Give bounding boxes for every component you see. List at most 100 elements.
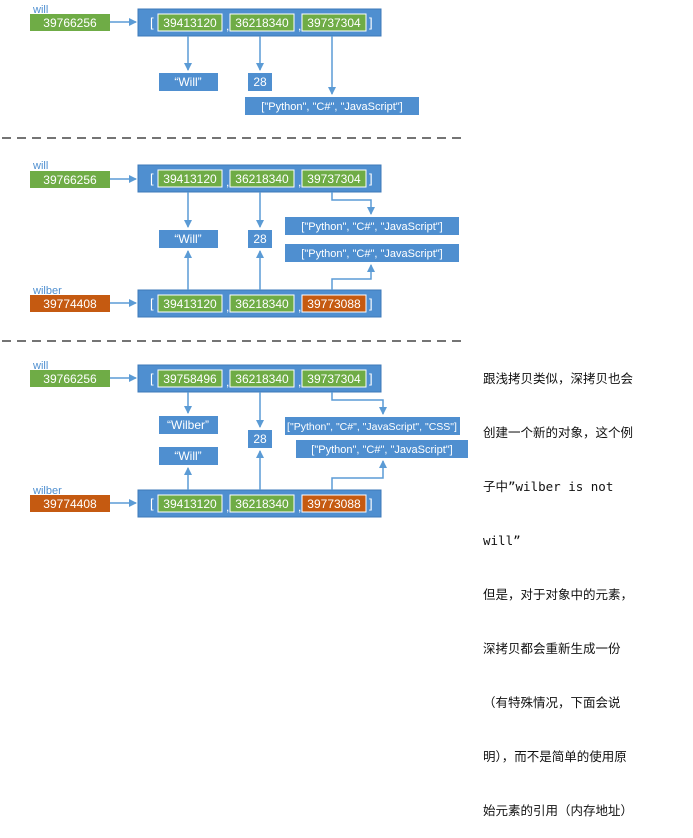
arrow bbox=[331, 192, 375, 215]
var-will-id: 39766256 bbox=[43, 16, 97, 30]
note-line: will” bbox=[483, 533, 521, 548]
list-item: 39737304 bbox=[307, 172, 361, 186]
var-wilber-id: 39774408 bbox=[43, 497, 97, 511]
panel-3: will 39766256 [ 39758496 , 36218340 , 39… bbox=[30, 360, 468, 518]
list-open-bracket: [ bbox=[150, 496, 154, 511]
var-will-id-box bbox=[30, 171, 110, 188]
list-separator: , bbox=[298, 300, 301, 314]
list-item-box bbox=[157, 369, 223, 388]
age-value: 28 bbox=[253, 75, 267, 89]
list-separator: , bbox=[298, 375, 301, 389]
list-open-bracket: [ bbox=[150, 371, 154, 386]
list-close-bracket: ] bbox=[369, 296, 373, 311]
list-separator: , bbox=[226, 175, 229, 189]
list-open-bracket: [ bbox=[150, 171, 154, 186]
list-item: 36218340 bbox=[235, 497, 289, 511]
list-close-bracket: ] bbox=[369, 496, 373, 511]
list-item: 39413120 bbox=[163, 172, 217, 186]
note-line: 子中”wilber is not bbox=[483, 479, 614, 494]
list-item: 39413120 bbox=[163, 497, 217, 511]
note-line: 明），而不是简单的使用原 bbox=[483, 749, 627, 764]
list-item-box-new bbox=[301, 494, 367, 513]
note-line: 始元素的引用（内存地址） bbox=[483, 803, 634, 818]
name-value: “Wilber” bbox=[167, 418, 209, 432]
list-item-box bbox=[157, 13, 223, 32]
var-will-id-box bbox=[30, 14, 110, 31]
list-item-box bbox=[229, 494, 295, 513]
langs-value: ["Python", "C#", "JavaScript", "CSS"] bbox=[287, 421, 457, 433]
list-separator: , bbox=[298, 500, 301, 514]
list-item-box bbox=[157, 494, 223, 513]
list-separator: , bbox=[298, 175, 301, 189]
name-box-wilber bbox=[159, 416, 218, 434]
name-box-will bbox=[159, 447, 218, 465]
list-open-bracket: [ bbox=[150, 15, 154, 30]
list-item-box bbox=[157, 169, 223, 188]
list-item: 39737304 bbox=[307, 16, 361, 30]
list-close-bracket: ] bbox=[369, 371, 373, 386]
langs-box bbox=[245, 97, 419, 115]
note-line: 创建一个新的对象，这个例 bbox=[483, 425, 634, 440]
arrow bbox=[331, 264, 375, 290]
list-separator: , bbox=[226, 19, 229, 33]
note-line: 但是，对于对象中的元素， bbox=[483, 587, 634, 602]
var-wilber-label: wilber bbox=[32, 485, 62, 497]
explanation-note: 跟浅拷贝类似，深拷贝也会 创建一个新的对象，这个例 子中”wilber is n… bbox=[483, 334, 689, 838]
var-will-label: will bbox=[32, 160, 48, 172]
deep-copy-diagram: will 39766256 [ 39413120 , 36218340 , 39… bbox=[2, 4, 468, 518]
langs-value: ["Python", "C#", "JavaScript"] bbox=[301, 221, 442, 233]
var-will-id: 39766256 bbox=[43, 372, 97, 386]
list-item-box bbox=[229, 369, 295, 388]
name-value: “Will” bbox=[174, 449, 201, 463]
list-item: 36218340 bbox=[235, 372, 289, 386]
list-item: 39737304 bbox=[307, 372, 361, 386]
list-item-box bbox=[301, 13, 367, 32]
list-open-bracket: [ bbox=[150, 296, 154, 311]
age-box bbox=[248, 73, 272, 91]
list-item-box bbox=[301, 169, 367, 188]
arrow bbox=[331, 392, 387, 415]
list-item-box bbox=[229, 13, 295, 32]
list-item: 39413120 bbox=[163, 297, 217, 311]
list-separator: , bbox=[298, 19, 301, 33]
langs-value: ["Python", "C#", "JavaScript"] bbox=[311, 444, 452, 456]
name-box bbox=[159, 73, 218, 91]
list-item: 39773088 bbox=[307, 497, 361, 511]
list-separator: , bbox=[226, 300, 229, 314]
note-line: （有特殊情况，下面会说 bbox=[483, 695, 621, 710]
age-value: 28 bbox=[253, 432, 267, 446]
var-will-id-box bbox=[30, 370, 110, 387]
list-item-box bbox=[229, 169, 295, 188]
langs-box bbox=[296, 440, 468, 458]
langs-value: ["Python", "C#", "JavaScript"] bbox=[301, 248, 442, 260]
age-box bbox=[248, 230, 272, 248]
list-close-bracket: ] bbox=[369, 15, 373, 30]
name-value: “Will” bbox=[174, 75, 201, 89]
langs-value: ["Python", "C#", "JavaScript"] bbox=[261, 101, 402, 113]
var-will-id: 39766256 bbox=[43, 173, 97, 187]
arrow bbox=[331, 460, 387, 490]
panel-1: will 39766256 [ 39413120 , 36218340 , 39… bbox=[30, 4, 419, 115]
list-close-bracket: ] bbox=[369, 171, 373, 186]
panel-2: will 39766256 [ 39413120 , 36218340 , 39… bbox=[30, 160, 459, 318]
var-will-label: will bbox=[32, 4, 48, 16]
list-item: 36218340 bbox=[235, 297, 289, 311]
langs-box bbox=[285, 417, 460, 435]
list-separator: , bbox=[226, 500, 229, 514]
var-wilber-label: wilber bbox=[32, 285, 62, 297]
list-item: 36218340 bbox=[235, 16, 289, 30]
list-item-box-new bbox=[301, 294, 367, 313]
var-wilber-id-box bbox=[30, 295, 110, 312]
list-item: 39758496 bbox=[163, 372, 217, 386]
list-item-box bbox=[301, 369, 367, 388]
var-wilber-id-box bbox=[30, 495, 110, 512]
name-box bbox=[159, 230, 218, 248]
langs-box bbox=[285, 244, 459, 262]
age-value: 28 bbox=[253, 232, 267, 246]
list-separator: , bbox=[226, 375, 229, 389]
list-item: 36218340 bbox=[235, 172, 289, 186]
note-line: 跟浅拷贝类似，深拷贝也会 bbox=[483, 371, 634, 386]
langs-box bbox=[285, 217, 459, 235]
list-item: 39413120 bbox=[163, 16, 217, 30]
list-item-box bbox=[157, 294, 223, 313]
